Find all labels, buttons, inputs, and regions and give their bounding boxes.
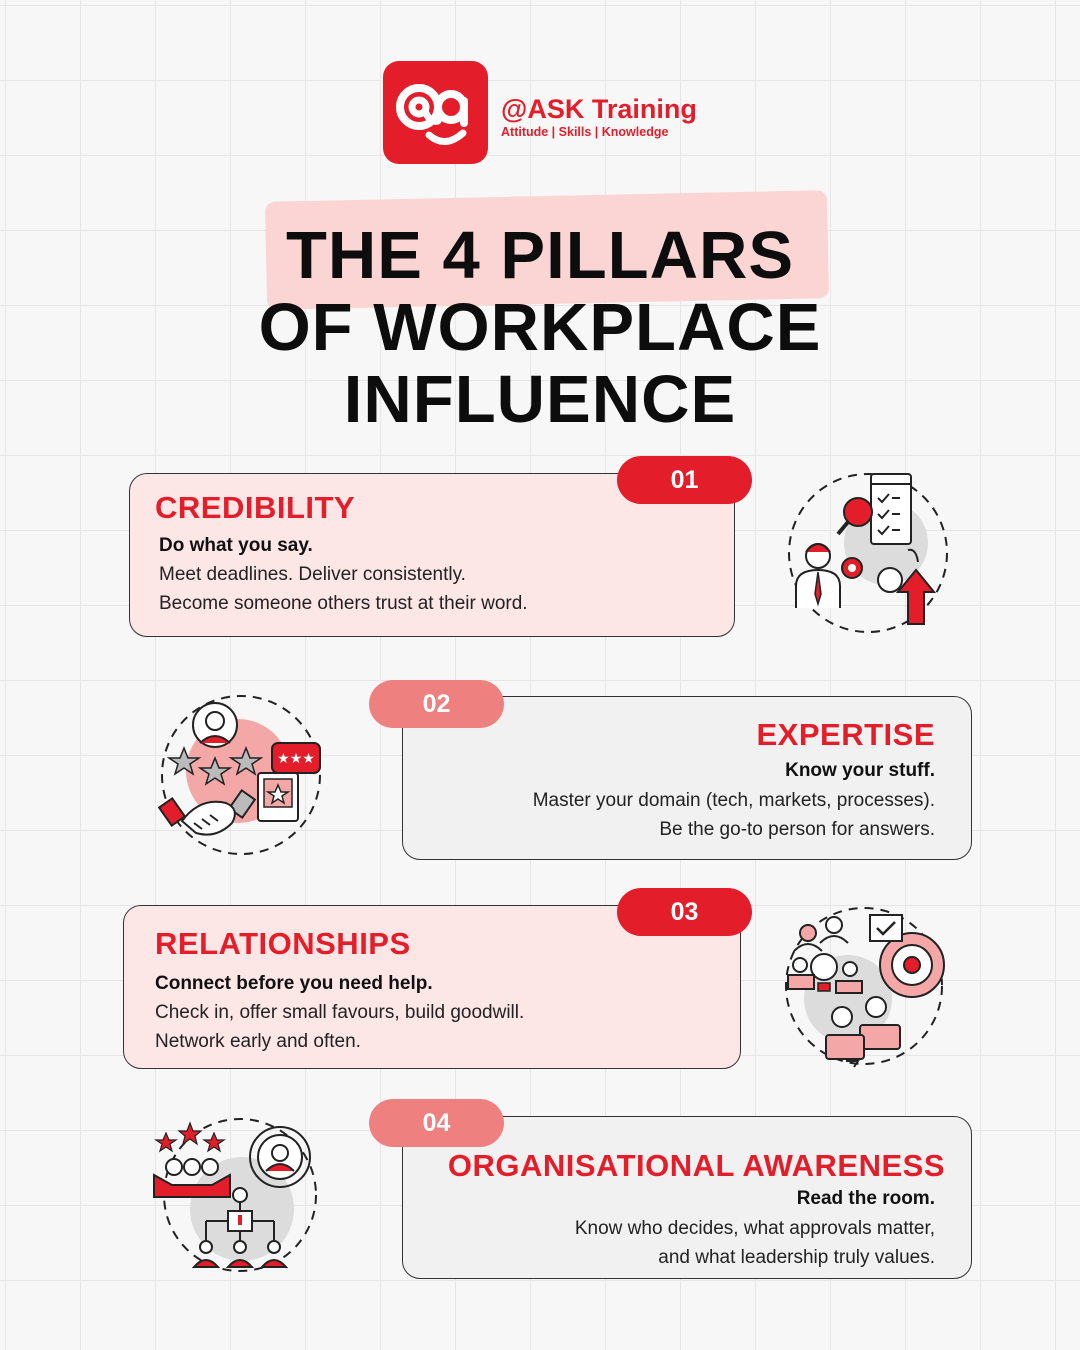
svg-text:★★★: ★★★ (277, 751, 315, 767)
pillar-subtitle: Do what you say. (159, 535, 313, 556)
page-title-line-1: THE 4 PILLARS (285, 218, 795, 293)
pillar-body-line: Network early and often. (155, 1031, 361, 1052)
pillar-body-line: Meet deadlines. Deliver consistently. (159, 564, 466, 585)
pillar-body-line: Be the go-to person for answers. (659, 819, 935, 840)
pillar-title: RELATIONSHIPS (155, 926, 411, 961)
pillar-body-line: Master your domain (tech, markets, proce… (532, 790, 935, 811)
brand-name: @ASK Training (501, 94, 697, 124)
pillar-body-line: Check in, offer small favours, build goo… (155, 1002, 525, 1023)
pillar-title: CREDIBILITY (155, 490, 356, 525)
pillar-number-badge: 02 (369, 680, 504, 728)
at-smile-logo-icon (396, 84, 468, 145)
pillar-number-badge: 04 (369, 1099, 504, 1147)
checklist-growth-icon (786, 468, 950, 634)
page-title-line-2: OF WORKPLACE (258, 290, 822, 365)
pillar-body-line: Know who decides, what approvals matter, (574, 1218, 935, 1239)
pillar-subtitle: Connect before you need help. (155, 973, 433, 994)
pillar-body-line: and what leadership truly values. (658, 1247, 935, 1268)
rated-expert-handshake-icon: ★★★ (158, 693, 324, 857)
page-title-line-3: INFLUENCE (343, 362, 737, 437)
pillar-card-organisational-awareness (402, 1116, 972, 1279)
pillar-number-badge: 01 (617, 456, 752, 504)
brand-tagline: Attitude | Skills | Knowledge (501, 125, 669, 139)
pillar-body-line: Become someone others trust at their wor… (159, 593, 528, 614)
pillar-subtitle: Read the room. (796, 1188, 935, 1209)
pillar-number-badge: 03 (617, 888, 752, 936)
pillar-subtitle: Know your stuff. (785, 760, 935, 781)
pillar-title: ORGANISATIONAL AWARENESS (447, 1148, 945, 1183)
pillar-card-expertise (402, 696, 972, 860)
org-hierarchy-icon (150, 1115, 324, 1275)
brand-logo (383, 61, 488, 164)
pillar-title: EXPERTISE (756, 717, 935, 752)
networking-target-icon (784, 903, 948, 1069)
